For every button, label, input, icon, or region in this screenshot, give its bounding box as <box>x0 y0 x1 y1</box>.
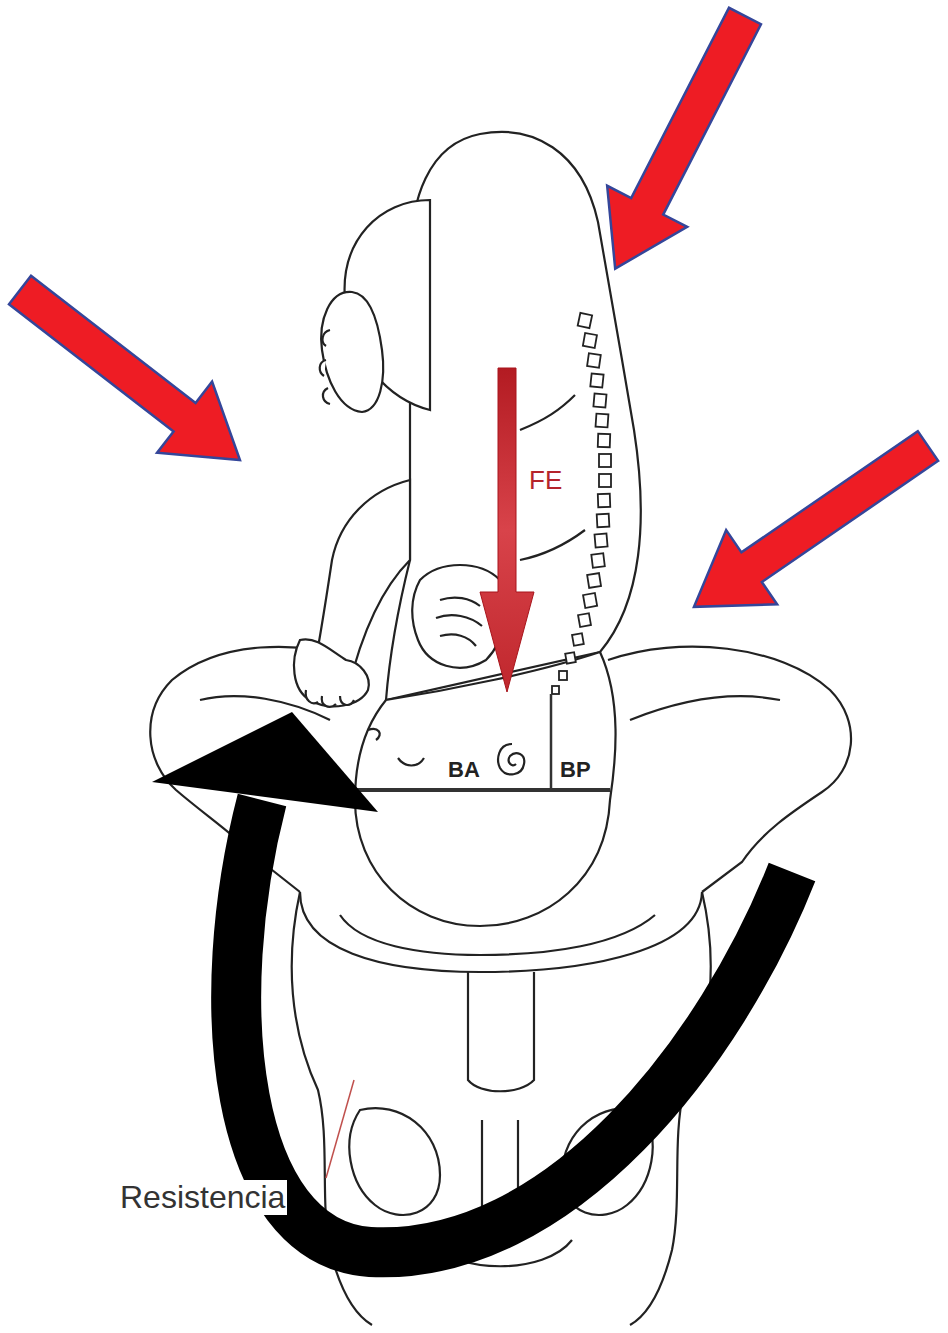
vertebra <box>596 414 609 428</box>
lower-foot <box>294 639 369 706</box>
vertebra <box>599 474 611 487</box>
rotation-arrow-body <box>236 800 792 1252</box>
vertebra <box>587 353 601 368</box>
vertebra <box>597 514 610 528</box>
toes-upper <box>320 330 330 404</box>
rotation-arrow <box>152 712 792 1252</box>
measure-lines <box>355 694 610 790</box>
vertebra <box>587 573 601 588</box>
arm-line <box>520 395 585 560</box>
pelvis <box>150 647 851 1325</box>
sacrum <box>468 972 534 1091</box>
vertebra <box>572 633 584 646</box>
fetal-head <box>355 652 616 926</box>
mouth <box>368 729 380 740</box>
divider-line <box>550 694 553 790</box>
resistance-label: Resistencia <box>118 1180 287 1215</box>
vertebra <box>578 613 591 627</box>
ear <box>498 744 524 774</box>
pressure-arrow <box>0 254 267 495</box>
vertebra <box>578 313 592 328</box>
right-iliac-wing <box>608 647 851 892</box>
vertebra <box>598 494 610 507</box>
vertebra <box>591 553 604 567</box>
spine <box>552 313 611 694</box>
vertebra <box>598 434 610 447</box>
right-iliac-inner <box>630 696 780 720</box>
eye <box>398 758 424 766</box>
toes-lower <box>306 690 354 707</box>
vertebra <box>565 652 576 663</box>
vertebra <box>552 686 559 694</box>
diameter-label: BA <box>446 758 482 782</box>
left-obturator-foramen <box>349 1108 440 1215</box>
vertebra <box>599 454 611 467</box>
diameter-label: BP <box>558 758 593 782</box>
fingers <box>436 598 482 646</box>
vertebra <box>593 393 606 407</box>
pressure-arrows <box>0 0 948 644</box>
vertebra <box>594 533 607 547</box>
vertebra <box>583 333 597 348</box>
vertebra <box>559 671 567 680</box>
pressure-arrow <box>668 409 948 644</box>
force-label: FE <box>527 466 564 495</box>
vertebra <box>590 373 603 387</box>
biparietal-line <box>355 788 610 792</box>
force-arrow <box>480 368 534 692</box>
leader-line <box>326 1080 354 1178</box>
vertebra <box>583 593 597 608</box>
pressure-arrow <box>575 0 785 289</box>
rotation-arrow-head <box>152 712 378 812</box>
upper-foot <box>321 292 383 412</box>
